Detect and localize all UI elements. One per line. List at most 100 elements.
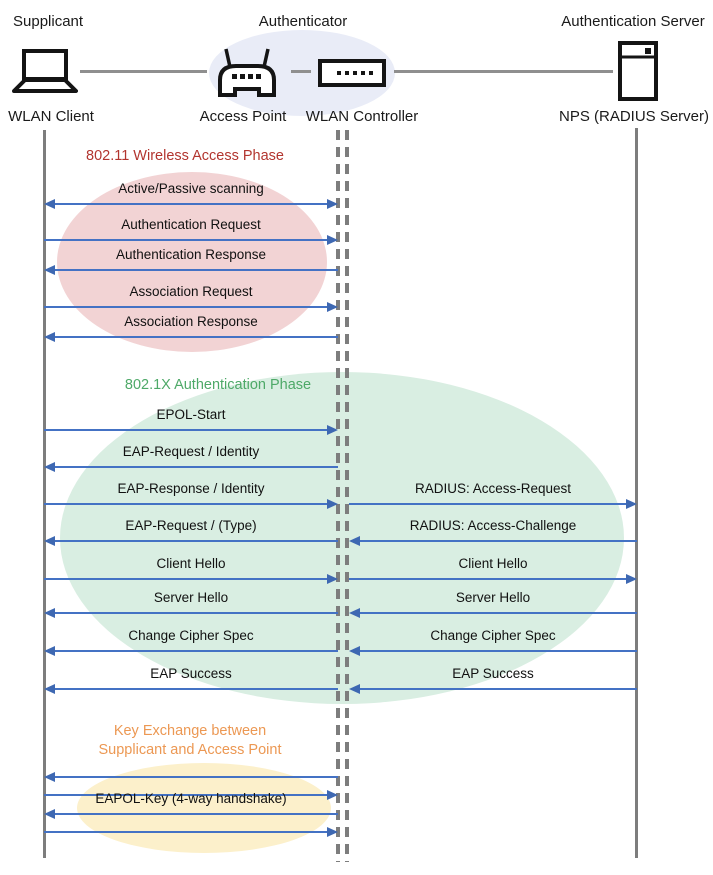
message-label: Client Hello <box>458 556 528 571</box>
message-row: Authentication Request <box>44 216 338 245</box>
message-line <box>360 611 637 614</box>
message-label: RADIUS: Access-Challenge <box>409 518 577 533</box>
message-line <box>55 465 338 468</box>
arrowhead-right-icon <box>626 498 637 509</box>
message-arrow <box>349 645 637 656</box>
message-arrow <box>44 826 338 837</box>
message-arrow <box>44 331 338 342</box>
dot1x-phase-title: 802.1X Authentication Phase <box>124 377 312 393</box>
message-line <box>44 305 327 308</box>
message-row: Server Hello <box>349 589 637 618</box>
arrowhead-right-icon <box>327 826 338 837</box>
message-label: EPOL-Start <box>156 407 226 422</box>
message-arrow <box>44 301 338 312</box>
message-line <box>55 812 338 815</box>
message-row: EAP Success <box>44 665 338 694</box>
dot1x-phase-ellipse <box>60 372 624 704</box>
message-arrow <box>44 645 338 656</box>
arrowhead-right-icon <box>327 424 338 435</box>
message-line <box>44 793 327 796</box>
message-line <box>55 539 338 542</box>
arrowhead-left-icon <box>44 535 55 546</box>
message-row: Client Hello <box>349 555 637 584</box>
arrowhead-left-icon <box>44 461 55 472</box>
message-label: Active/Passive scanning <box>118 181 264 196</box>
key-exchange-title: Key Exchange between Supplicant and Acce… <box>99 722 282 760</box>
message-arrow <box>44 683 338 694</box>
message-line <box>349 502 626 505</box>
arrowhead-right-icon <box>327 301 338 312</box>
message-arrow <box>44 808 338 819</box>
message-row: Change Cipher Spec <box>44 627 338 656</box>
message-label: EAPOL-Key (4-way handshake) <box>95 791 287 806</box>
message-arrow <box>44 771 338 782</box>
message-label: EAP Success <box>452 666 534 681</box>
controller-to-server-connector <box>394 70 613 73</box>
arrowhead-right-icon <box>626 573 637 584</box>
message-arrow <box>44 234 338 245</box>
message-row: EAP Success <box>349 665 637 694</box>
message-line <box>44 830 327 833</box>
message-row: EPOL-Start <box>44 406 338 435</box>
laptop-icon <box>12 49 78 93</box>
message-label: Change Cipher Spec <box>128 628 254 643</box>
wireless-phase-title: 802.11 Wireless Access Phase <box>86 148 284 164</box>
message-line <box>44 238 327 241</box>
arrowhead-left-icon <box>44 264 55 275</box>
message-arrow <box>44 607 338 618</box>
message-label: Change Cipher Spec <box>430 628 556 643</box>
arrowhead-right-icon <box>327 789 338 800</box>
message-line <box>55 335 338 338</box>
access-point-icon <box>218 48 276 97</box>
message-line <box>44 428 327 431</box>
message-label: RADIUS: Access-Request <box>414 481 572 496</box>
message-row: Active/Passive scanning <box>44 180 338 209</box>
message-row: Association Response <box>44 313 338 342</box>
message-arrow <box>44 789 338 800</box>
message-line <box>349 577 626 580</box>
message-arrow <box>349 535 637 546</box>
wlan-controller-icon <box>318 59 386 87</box>
arrowhead-left-icon <box>349 607 360 618</box>
message-label <box>44 753 338 771</box>
key-exchange-title-line2: Supplicant and Access Point <box>98 742 282 758</box>
arrowhead-right-icon <box>327 573 338 584</box>
message-label: Authentication Response <box>115 247 267 262</box>
arrowhead-left-icon <box>44 198 55 209</box>
message-row <box>44 808 338 837</box>
message-line <box>55 649 338 652</box>
message-line <box>55 611 338 614</box>
wireless-phase-ellipse <box>57 172 327 352</box>
message-row: Change Cipher Spec <box>349 627 637 656</box>
message-row: Association Request <box>44 283 338 312</box>
message-label: Server Hello <box>153 590 229 605</box>
message-arrow <box>44 573 338 584</box>
ap-to-controller-connector <box>291 70 311 73</box>
message-row: EAP-Request / Identity <box>44 443 338 472</box>
arrowhead-right-icon <box>327 498 338 509</box>
supplicant-lifeline <box>43 130 46 858</box>
message-label: Authentication Request <box>121 217 261 232</box>
key-exchange-title-line1: Key Exchange between <box>113 723 267 739</box>
arrowhead-left-icon <box>44 683 55 694</box>
controller-lifeline-dashed-left <box>336 130 340 862</box>
server-icon <box>618 41 658 101</box>
message-row: Client Hello <box>44 555 338 584</box>
message-line <box>360 687 637 690</box>
label-wlan-controller: WLAN Controller <box>305 108 419 125</box>
message-label <box>44 808 338 826</box>
arrowhead-left-icon <box>44 645 55 656</box>
message-arrow <box>44 198 338 209</box>
message-label: EAP-Request / Identity <box>122 444 260 459</box>
role-supplicant: Supplicant <box>13 13 84 30</box>
message-arrow <box>349 607 637 618</box>
arrowhead-left-icon <box>349 535 360 546</box>
controller-lifeline-dashed-right <box>345 130 349 862</box>
key-exchange-ellipse <box>77 763 331 853</box>
arrowhead-right-icon <box>327 234 338 245</box>
role-authentication-server: Authentication Server <box>561 13 705 30</box>
arrowhead-left-icon <box>349 645 360 656</box>
message-row <box>44 771 338 800</box>
message-label <box>44 771 338 789</box>
